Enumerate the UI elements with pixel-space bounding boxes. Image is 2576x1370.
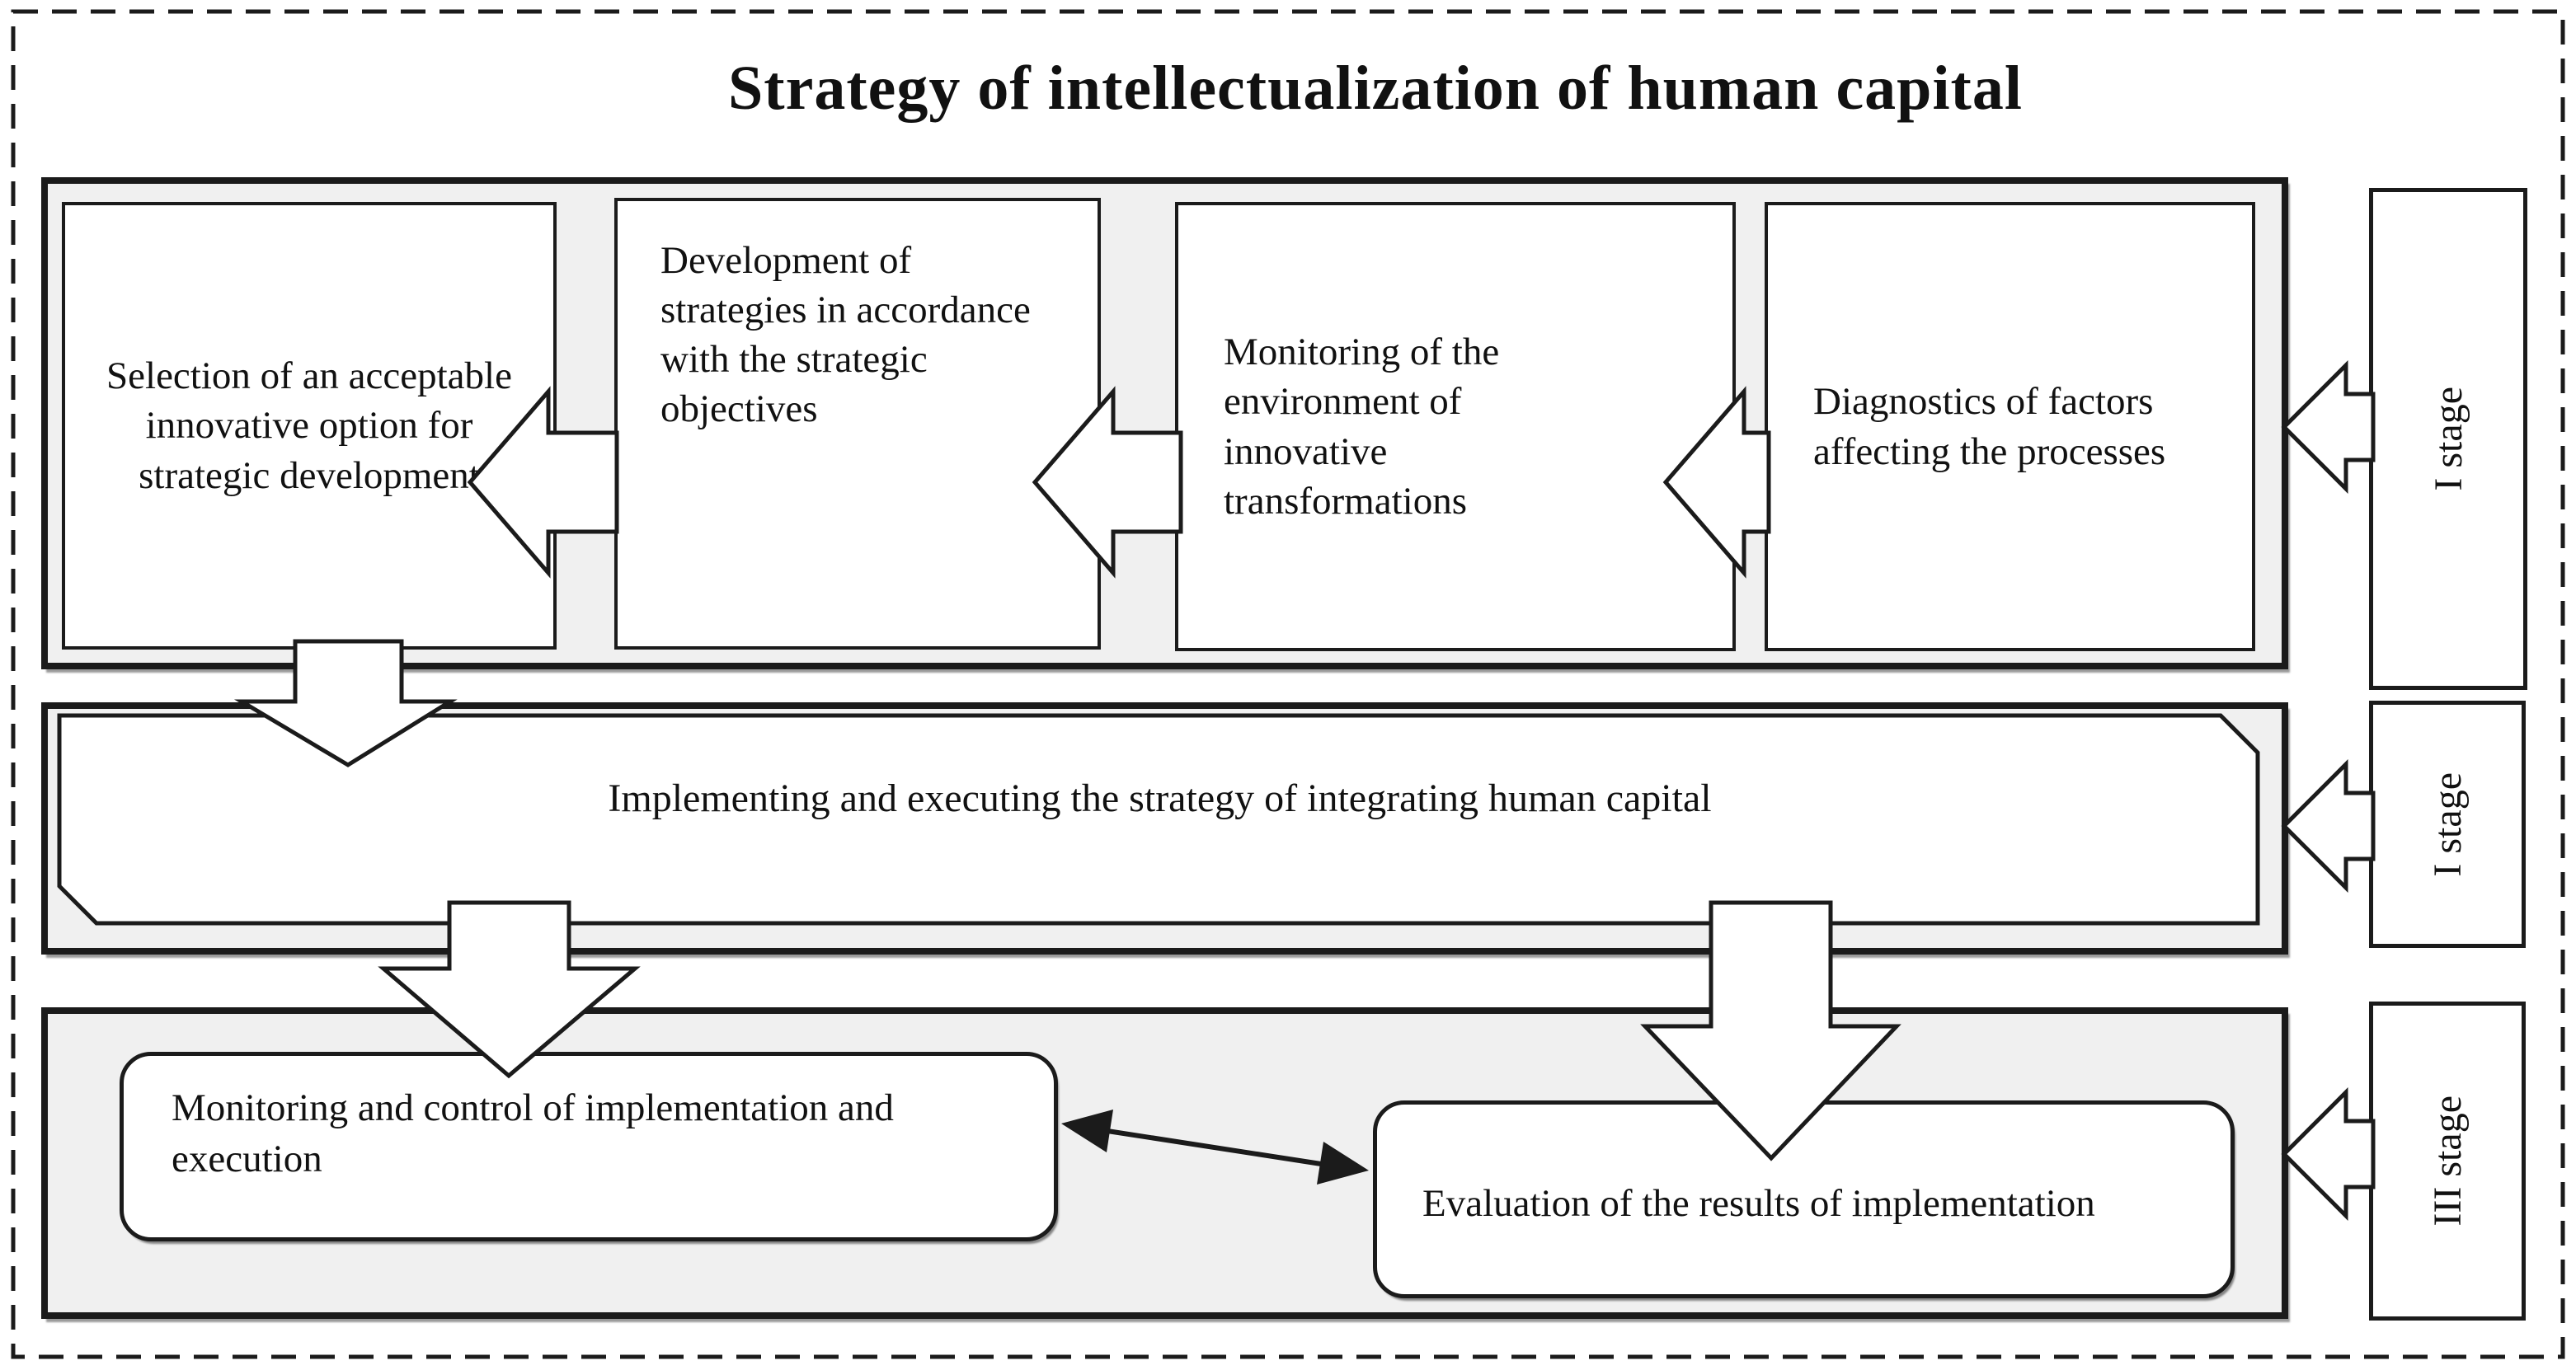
box-selection-label: Selection of an acceptable innovative op… [106,354,512,497]
box-selection: Selection of an acceptable innovative op… [62,202,557,650]
arrow-stage3-to-row3 [2281,1086,2376,1222]
box-monitoring-env-label: Monitoring of the environment of innovat… [1224,331,1500,523]
box-development: Development of strategies in accordance … [614,198,1101,650]
stage-box-2: I stage [2369,701,2526,948]
implementation-band-label: Implementing and executing the strategy … [608,776,1712,820]
box-monitoring-control-label: Monitoring and control of implementation… [172,1086,894,1181]
box-diagnostics-label: Diagnostics of factors affecting the pro… [1813,380,2166,473]
arrow-stage1-to-row1 [2281,359,2376,495]
box-evaluation-label: Evaluation of the results of implementat… [1422,1181,2095,1225]
stage-box-1: I stage [2369,188,2527,690]
implementation-band: Implementing and executing the strategy … [62,715,2258,926]
page-title: Strategy of intellectualization of human… [728,54,2023,123]
box-evaluation: Evaluation of the results of implementat… [1373,1100,2235,1298]
stage-box-3: III stage [2369,1002,2526,1321]
arrow-stage2-to-row2 [2281,758,2376,894]
box-monitoring-env: Monitoring of the environment of innovat… [1175,202,1736,651]
stage-2-label: I stage [2425,772,2470,877]
box-monitoring-control: Monitoring and control of implementation… [120,1052,1058,1241]
box-development-label: Development of strategies in accordance … [660,239,1031,431]
stage-3-label: III stage [2425,1096,2470,1227]
box-diagnostics: Diagnostics of factors affecting the pro… [1765,202,2255,651]
stage-1-label: I stage [2426,387,2470,491]
